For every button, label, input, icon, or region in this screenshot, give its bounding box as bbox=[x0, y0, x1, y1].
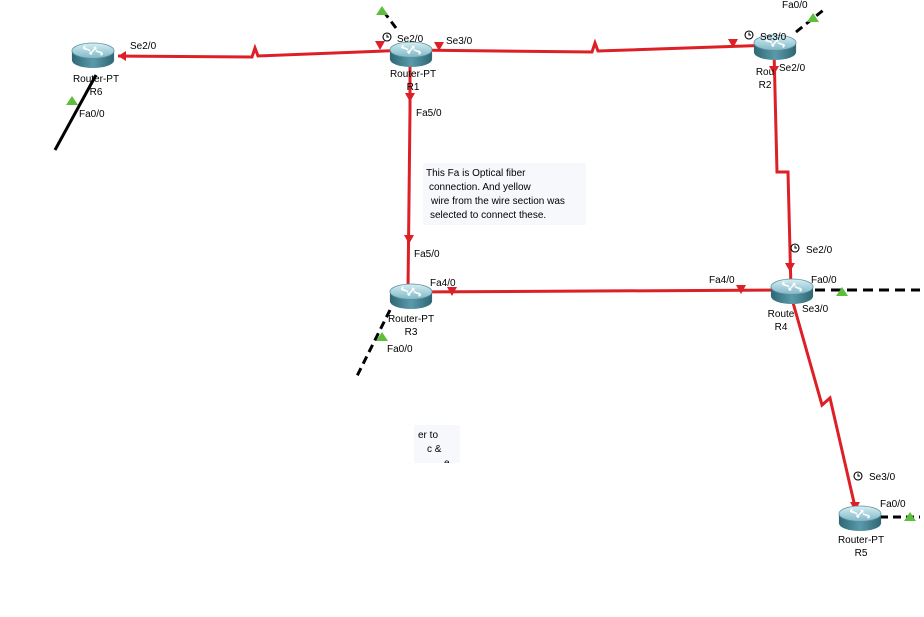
clock-icon bbox=[382, 32, 392, 42]
clock-icon bbox=[853, 471, 863, 481]
hidden-note-line-1: er to bbox=[418, 430, 439, 441]
router-name-label: R2 bbox=[759, 80, 772, 91]
port-r2-up bbox=[807, 13, 819, 22]
fiber-note-line-3: wire from the wire section was bbox=[431, 196, 565, 207]
fiber-note-line-4: selected to connect these. bbox=[430, 210, 547, 221]
iface-r5-fa00: Fa0/0 bbox=[880, 499, 906, 510]
link-r4-r5[interactable] bbox=[788, 291, 860, 521]
port-r1-se30 bbox=[434, 42, 444, 51]
link-r3-r4[interactable] bbox=[409, 288, 791, 294]
ports-layer bbox=[66, 6, 916, 521]
routers-layer: Router-PTR6Router-PTR1RouR2Router-PTR3Ro… bbox=[71, 34, 884, 559]
link-r6-r1[interactable] bbox=[117, 43, 411, 59]
router-type-label: Router-PT bbox=[388, 314, 434, 325]
iface-r1-fa50: Fa5/0 bbox=[416, 108, 442, 119]
port-r3-fa00 bbox=[376, 332, 388, 341]
router-r3[interactable]: Router-PT R3 bbox=[388, 283, 434, 338]
port-r6-se20 bbox=[118, 51, 126, 61]
iface-r1-se20: Se2/0 bbox=[397, 34, 424, 45]
router-name-label: R1 bbox=[407, 82, 420, 93]
port-r1-se20 bbox=[375, 41, 385, 50]
router-r5[interactable]: Router-PT R5 bbox=[838, 505, 884, 559]
iface-r4-se20: Se2/0 bbox=[806, 245, 833, 256]
port-r4-se20 bbox=[785, 263, 795, 272]
iface-r4-fa40: Fa4/0 bbox=[709, 275, 735, 286]
iface-r3-fa00: Fa0/0 bbox=[387, 344, 413, 355]
router-name-label: R3 bbox=[405, 327, 418, 338]
port-r2-se20 bbox=[769, 66, 779, 75]
clock-icon bbox=[744, 30, 754, 40]
iface-r6-fa00: Fa0/0 bbox=[79, 109, 105, 120]
router-icon bbox=[770, 278, 814, 305]
link-r2-r4[interactable] bbox=[772, 49, 793, 291]
link-r1-r3[interactable] bbox=[406, 55, 412, 291]
router-type-label: Router-PT bbox=[390, 69, 436, 80]
link-r6-fa00[interactable] bbox=[53, 74, 98, 151]
router-name-label: R6 bbox=[90, 87, 103, 98]
iface-r5-se30: Se3/0 bbox=[869, 472, 896, 483]
router-type-label: Router-PT bbox=[838, 535, 884, 546]
port-r6-fa00 bbox=[66, 96, 78, 105]
port-r4-fa00 bbox=[836, 287, 848, 296]
iface-r3-fa50: Fa5/0 bbox=[414, 249, 440, 260]
hidden-note-line-3: e bbox=[414, 457, 460, 463]
iface-r1-se30: Se3/0 bbox=[446, 36, 473, 47]
router-name-label: R4 bbox=[775, 322, 788, 333]
router-type-label: Rou bbox=[756, 67, 774, 78]
router-r6[interactable]: Router-PT R6 bbox=[71, 42, 119, 98]
port-r3-fa40 bbox=[447, 287, 457, 296]
iface-r4-se30: Se3/0 bbox=[802, 304, 829, 315]
iface-r4-fa00: Fa0/0 bbox=[811, 275, 837, 286]
iface-r6-se20: Se2/0 bbox=[130, 41, 157, 52]
port-r3-fa50 bbox=[404, 235, 414, 244]
fiber-note-line-2: connection. And yellow bbox=[429, 182, 531, 193]
iface-r2-se20: Se2/0 bbox=[779, 63, 806, 74]
router-icon bbox=[389, 283, 433, 310]
iface-r2-se30: Se3/0 bbox=[760, 32, 787, 43]
router-name-label: R5 bbox=[855, 548, 868, 559]
iface-r3-fa40: Fa4/0 bbox=[430, 278, 456, 289]
fiber-note-line-1: This Fa is Optical fiber bbox=[426, 168, 526, 179]
router-icon bbox=[71, 42, 115, 69]
port-r2-se30 bbox=[728, 39, 738, 48]
router-r1[interactable]: Router-PT R1 bbox=[389, 41, 436, 93]
router-icon bbox=[389, 41, 433, 68]
router-type-label: Router-PT bbox=[73, 74, 119, 85]
router-type-label: Route bbox=[768, 309, 795, 320]
links-layer bbox=[53, 6, 920, 521]
port-r4-fa40 bbox=[736, 285, 746, 294]
port-r5-fa00 bbox=[904, 512, 916, 521]
link-r3-fa00[interactable] bbox=[354, 309, 392, 379]
iface-r2-fa00: Fa0/0 bbox=[782, 0, 808, 11]
port-r1-up bbox=[376, 6, 388, 15]
hidden-note[interactable]: er to c & e bbox=[414, 425, 460, 463]
port-r1-fa50 bbox=[405, 93, 415, 102]
router-icon bbox=[838, 505, 882, 532]
link-r1-r2[interactable] bbox=[409, 38, 775, 54]
hidden-note-line-2: c & bbox=[427, 444, 442, 455]
fiber-note[interactable]: This Fa is Optical fiber connection. And… bbox=[423, 163, 586, 225]
clock-icon bbox=[790, 243, 800, 253]
